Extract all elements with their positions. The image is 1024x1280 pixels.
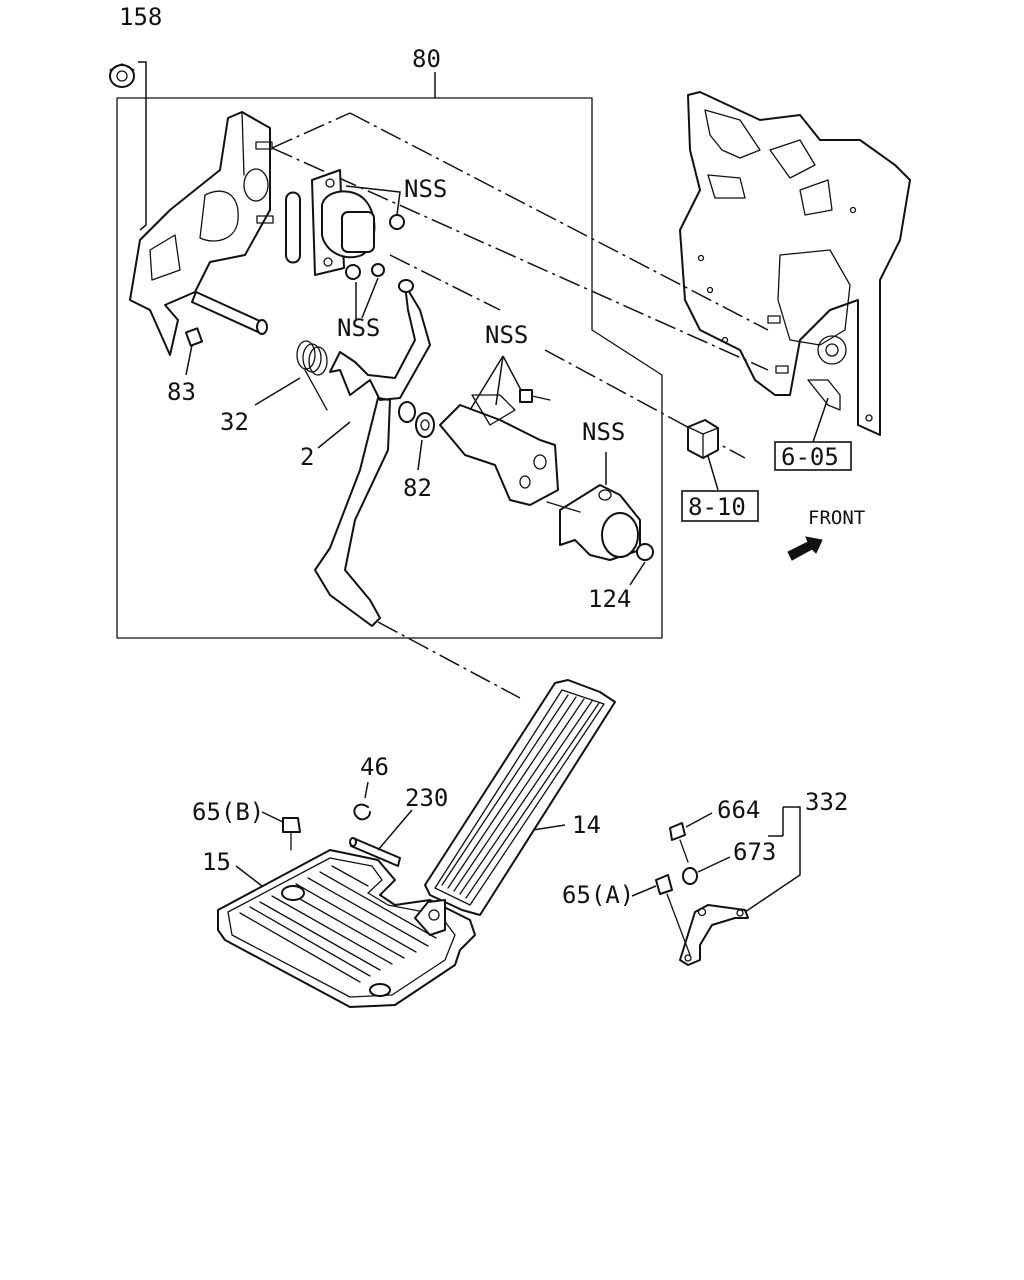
pedal-bracket (129, 111, 271, 356)
label-8-10: 8-10 (688, 493, 746, 521)
label-15: 15 (202, 848, 231, 876)
bolt-664 (669, 812, 713, 863)
bracket-bolt (519, 389, 551, 403)
kickdown-cylinder (546, 452, 654, 586)
pin-230 (349, 809, 413, 867)
floor-plate-15 (217, 849, 476, 1008)
label-230: 230 (405, 784, 448, 812)
bolt-65a (631, 874, 691, 956)
label-664: 664 (717, 796, 760, 824)
bracket-332 (679, 904, 749, 966)
label-65a: 65(A) (562, 881, 634, 909)
label-332: 332 (805, 788, 848, 816)
label-158: 158 (119, 3, 162, 31)
label-32: 32 (220, 408, 249, 436)
clip-46 (353, 781, 371, 821)
front-arrow-icon (787, 536, 823, 561)
label-80: 80 (412, 45, 441, 73)
plate-ribs (239, 865, 437, 983)
label-65b: 65(B) (192, 798, 264, 826)
label-nss-bracket: NSS (485, 321, 528, 349)
label-14: 14 (572, 811, 601, 839)
label-82: 82 (403, 474, 432, 502)
label-6-05: 6-05 (781, 443, 839, 471)
label-83: 83 (167, 378, 196, 406)
cab-panel (679, 91, 911, 443)
nut-158 (109, 61, 147, 231)
nut-673 (682, 856, 731, 885)
pedal-position-sensor (285, 169, 376, 276)
stopper-block (687, 419, 719, 491)
assembly-80-frame (116, 72, 663, 639)
spring-32 (254, 340, 328, 411)
shaft-83 (184, 291, 268, 376)
bolt-65b (261, 811, 301, 851)
label-nss-cylinder: NSS (582, 418, 625, 446)
bracket-studs (255, 141, 274, 224)
mounting-bracket (439, 355, 559, 506)
label-2: 2 (300, 443, 314, 471)
ref-box-6-05[interactable] (774, 441, 852, 471)
plate-hinge (414, 899, 446, 936)
bracket-332-leader (744, 806, 801, 913)
label-673: 673 (733, 838, 776, 866)
label-46: 46 (360, 753, 389, 781)
pedal-arm-2 (314, 279, 431, 627)
sensor-nuts (345, 185, 405, 320)
label-front: FRONT (808, 507, 865, 529)
bushing-82 (415, 412, 435, 471)
label-nss-sensor: NSS (404, 175, 447, 203)
pedal-pad-14 (424, 679, 616, 916)
label-nss-nuts: NSS (337, 314, 380, 342)
label-124: 124 (588, 585, 631, 613)
ref-box-8-10[interactable] (681, 490, 759, 522)
